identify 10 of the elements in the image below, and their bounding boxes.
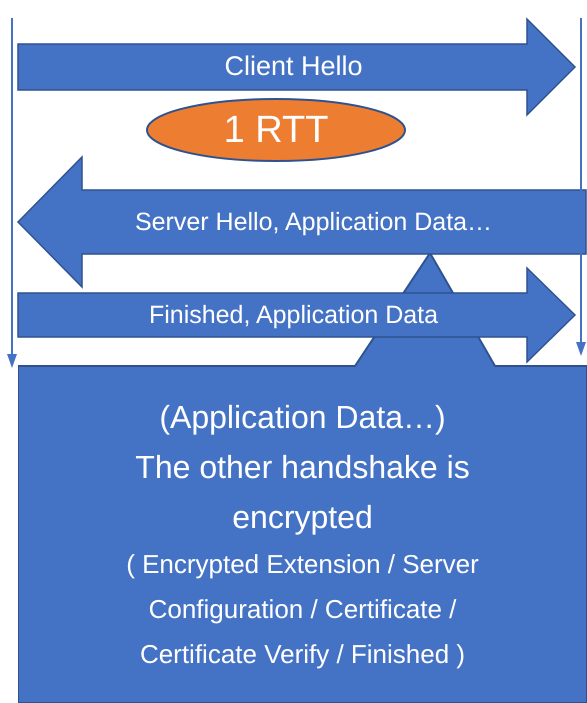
message-label: Server Hello, Application Data… bbox=[134, 206, 492, 238]
block-arrow bbox=[16, 155, 587, 289]
callout-heading: (Application Data…) bbox=[159, 398, 446, 437]
message-label: Finished, Application Data bbox=[148, 300, 438, 330]
callout-note: ( Encrypted Extension / Server Configuration / Certificate / Certificate Verify / Finished ) bbox=[125, 548, 480, 671]
callout-heading: The other handshake is encrypted bbox=[134, 448, 471, 537]
block-arrow bbox=[17, 17, 576, 117]
message-label: Client Hello bbox=[224, 50, 363, 84]
rtt-label: 1 RTT bbox=[224, 111, 328, 149]
block-arrow bbox=[17, 266, 576, 364]
